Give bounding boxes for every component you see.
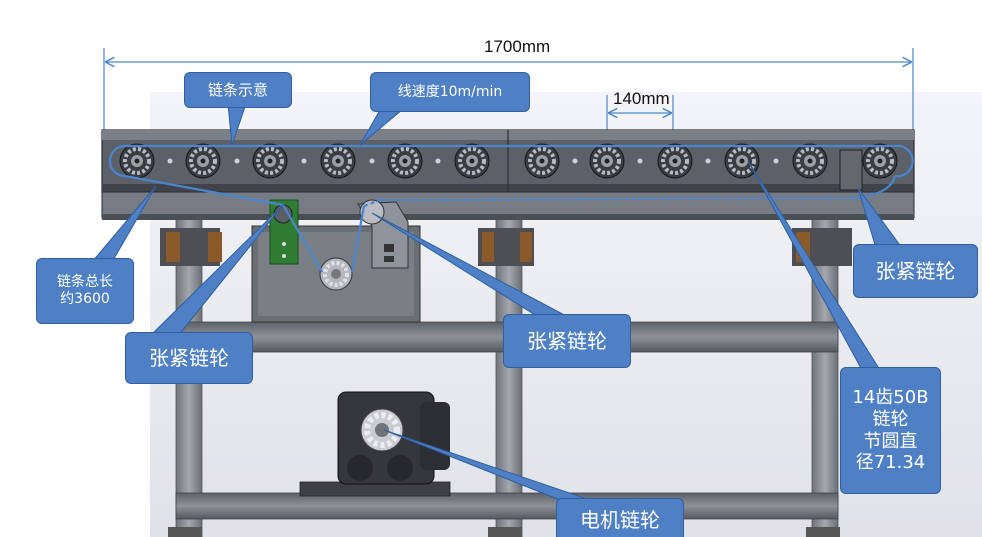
conveyor-beam — [101, 129, 915, 220]
bearing-blocks — [160, 228, 852, 266]
callout-motor-sprocket-text: 电机链轮 — [580, 508, 660, 532]
pitch-label: 140mm — [613, 89, 670, 108]
callout-chain-schematic-text: 链条示意 — [207, 81, 268, 99]
callout-sprocket-spec-line1: 14齿50B — [852, 387, 929, 409]
callout-chain-schematic: 链条示意 — [184, 72, 292, 108]
callout-chain-length-line1: 链条总长 — [57, 274, 113, 291]
overall-width-label: 1700mm — [484, 37, 551, 56]
callout-line-speed-text: 线速度10m/min — [397, 83, 503, 100]
left-tensioner-bracket — [269, 199, 299, 265]
callout-sprocket-spec-line3: 节圆直 — [863, 430, 918, 452]
callout-tensioner-right: 张紧链轮 — [853, 244, 978, 298]
callout-line-speed: 线速度10m/min — [370, 72, 530, 112]
conveyor-sprockets — [119, 143, 898, 179]
callout-tensioner-middle-text: 张紧链轮 — [527, 329, 607, 353]
chain-path — [108, 144, 914, 273]
callout-sprocket-spec: 14齿50B 链轮 节圆直 径71.34 — [840, 367, 941, 494]
callout-sprocket-spec-line4: 径71.34 — [855, 452, 926, 474]
callout-tensioner-middle: 张紧链轮 — [503, 314, 631, 368]
drive-sprocket — [319, 257, 353, 291]
callout-chain-length-line2: 约3600 — [60, 291, 110, 307]
callout-tensioner-left-text: 张紧链轮 — [149, 346, 229, 370]
callout-motor-sprocket: 电机链轮 — [556, 498, 684, 537]
overall-dimension — [103, 48, 914, 132]
callout-tensioner-right-text: 张紧链轮 — [875, 259, 956, 283]
callout-tensioner-left: 张紧链轮 — [125, 332, 253, 384]
callout-sprocket-spec-line2: 链轮 — [872, 408, 909, 430]
callout-chain-total-length: 链条总长 约3600 — [36, 258, 134, 324]
right-tensioner-bracket — [839, 149, 863, 191]
